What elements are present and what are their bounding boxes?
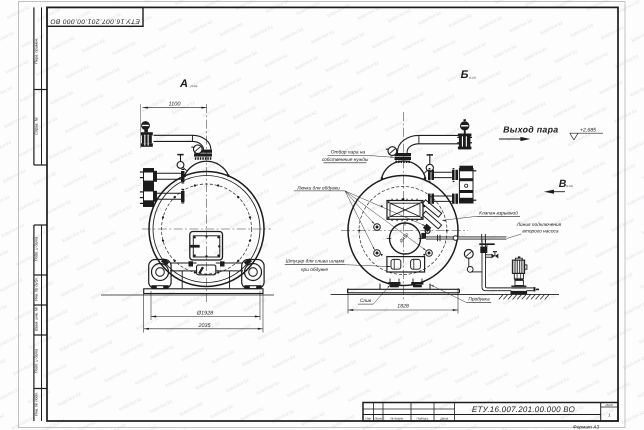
svg-text:(1:10): (1:10) xyxy=(191,85,198,88)
svg-text:Подпись: Подпись xyxy=(417,416,429,420)
svg-text:Линия подключения: Линия подключения xyxy=(516,222,562,228)
svg-text:Подп. и дата: Подп. и дата xyxy=(34,348,39,373)
svg-text:Изм: Изм xyxy=(365,416,371,420)
svg-text:собственные нужды: собственные нужды xyxy=(322,157,369,163)
svg-text:Отбор пара на: Отбор пара на xyxy=(331,150,366,156)
svg-text:Лист: Лист xyxy=(604,403,613,407)
svg-text:Выход пара: Выход пара xyxy=(503,124,558,134)
svg-text:Инв. № дубл.: Инв. № дубл. xyxy=(34,277,39,301)
svg-text:Перв. примен.: Перв. примен. xyxy=(34,38,39,64)
svg-text:2035: 2035 xyxy=(198,323,212,329)
svg-text:(1:10): (1:10) xyxy=(566,185,573,188)
svg-text:1: 1 xyxy=(608,413,610,418)
svg-text:при обдувке: при обдувке xyxy=(301,267,328,273)
svg-text:Б: Б xyxy=(461,69,469,81)
svg-text:Продувка: Продувка xyxy=(468,296,490,302)
svg-text:1828: 1828 xyxy=(397,304,409,310)
svg-text:Справ. №: Справ. № xyxy=(34,116,39,134)
svg-text:Дата: Дата xyxy=(439,416,448,420)
svg-text:Клапан взрывной: Клапан взрывной xyxy=(479,211,518,217)
svg-text:Ø1928: Ø1928 xyxy=(196,310,213,316)
svg-text:ЕТУ.16.007.201.00.000 ВО: ЕТУ.16.007.201.00.000 ВО xyxy=(472,405,575,414)
svg-text:ЕТУ.16.007.201.00.000 ВО: ЕТУ.16.007.201.00.000 ВО xyxy=(50,17,140,24)
svg-text:Слив: Слив xyxy=(360,298,372,304)
svg-text:Инв. № подл.: Инв. № подл. xyxy=(34,392,39,416)
svg-text:Формат А3: Формат А3 xyxy=(573,424,600,430)
svg-text:Лючки для обдувки: Лючки для обдувки xyxy=(296,185,340,191)
svg-text:А: А xyxy=(179,78,188,90)
svg-text:(1:10): (1:10) xyxy=(469,77,476,80)
svg-text:Взам. инв. №: Взам. инв. № xyxy=(34,306,39,331)
svg-text:1100: 1100 xyxy=(168,101,181,107)
svg-text:Штуцер для слива шлама: Штуцер для слива шлама xyxy=(286,259,345,265)
svg-text:второго насоса: второго насоса xyxy=(522,229,558,234)
svg-text:+2,685: +2,685 xyxy=(580,128,596,134)
svg-text:Лист: Лист xyxy=(373,416,382,420)
svg-text:В: В xyxy=(559,178,567,190)
svg-text:Подп. и дата: Подп. и дата xyxy=(34,236,39,261)
svg-text:№ докум.: № докум. xyxy=(390,416,403,420)
